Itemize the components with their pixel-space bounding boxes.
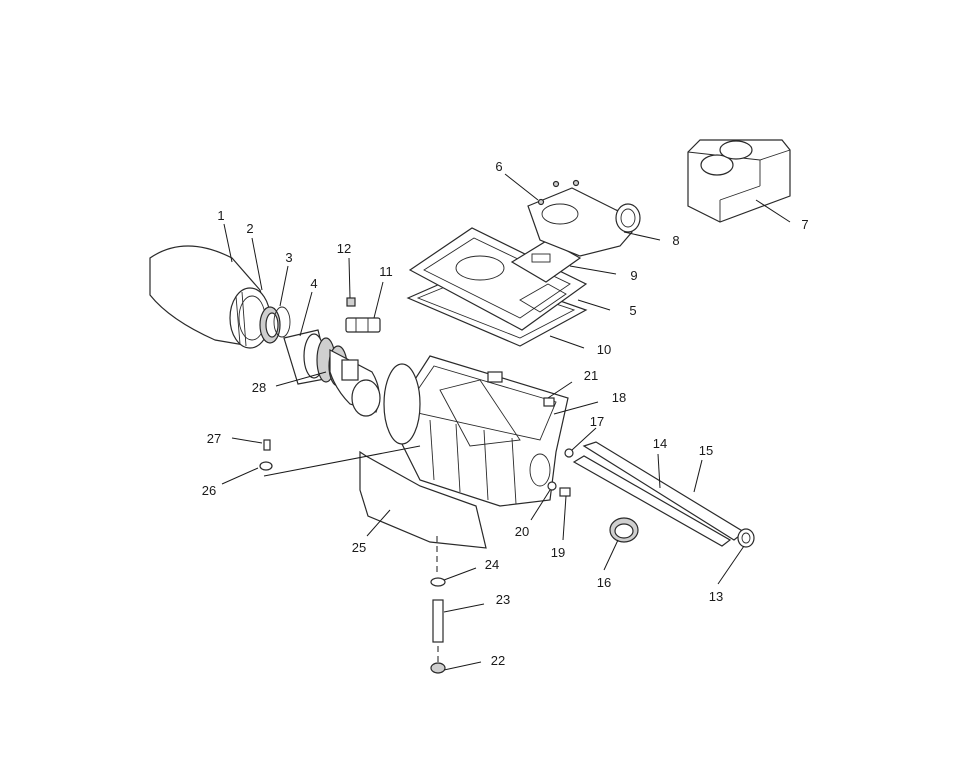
- callout-21: 21: [584, 368, 598, 383]
- callout-22: 22: [491, 653, 505, 668]
- callout-8: 8: [672, 233, 679, 248]
- callout-28: 28: [252, 380, 266, 395]
- callout-19: 19: [551, 545, 565, 560]
- part-14-tube: [572, 455, 732, 547]
- part-6-screws: [537, 179, 580, 206]
- part-12-nut: [346, 297, 356, 307]
- part-8-inlet-duct: [527, 187, 641, 257]
- callout-17: 17: [590, 414, 604, 429]
- part-11-sensor: [345, 317, 381, 333]
- part-24-drain-fitting: [430, 577, 446, 587]
- callout-4: 4: [310, 276, 317, 291]
- callout-labels: 1 2 3 4 5 6 7 8 9 10 11 12 13 14 15 16 1…: [202, 159, 809, 668]
- callout-14: 14: [653, 436, 667, 451]
- part-25-shield-plate: [359, 450, 487, 549]
- part-17-grommet: [564, 448, 574, 458]
- part-15-tube: [582, 441, 746, 541]
- callout-24: 24: [485, 557, 499, 572]
- part-5-airbox-lid: [408, 227, 588, 331]
- callout-1: 1: [217, 208, 224, 223]
- part-19-fitting: [559, 487, 571, 497]
- callout-18: 18: [612, 390, 626, 405]
- callout-6: 6: [495, 159, 502, 174]
- callout-12: 12: [337, 241, 351, 256]
- part-27-bolt: [263, 439, 271, 451]
- part-9-adapter-plate: [510, 239, 582, 283]
- part-21-bracket: [487, 371, 555, 407]
- callout-7: 7: [801, 217, 808, 232]
- part-2-filter-clamp: [259, 306, 281, 344]
- part-22-drain-plug: [430, 662, 446, 674]
- part-26-washer: [259, 461, 273, 471]
- callout-13: 13: [709, 589, 723, 604]
- part-16-hose-clamp: [609, 517, 639, 543]
- part-20-grommet: [547, 481, 557, 491]
- callout-20: 20: [515, 524, 529, 539]
- callout-10: 10: [597, 342, 611, 357]
- callout-16: 16: [597, 575, 611, 590]
- part-13-end-cap: [737, 528, 755, 548]
- callout-26: 26: [202, 483, 216, 498]
- callout-2: 2: [246, 221, 253, 236]
- part-1-air-filter: [149, 245, 271, 349]
- part-28-intake-boot: [316, 337, 381, 417]
- part-18-airbox-housing: [383, 355, 569, 507]
- callout-27: 27: [207, 431, 221, 446]
- part-7-foam-block: [687, 139, 791, 223]
- callout-15: 15: [699, 443, 713, 458]
- part-23-drain-tube: [432, 599, 444, 643]
- callout-9: 9: [630, 268, 637, 283]
- callout-25: 25: [352, 540, 366, 555]
- callout-23: 23: [496, 592, 510, 607]
- leader-lines: [221, 173, 791, 671]
- callout-5: 5: [629, 303, 636, 318]
- callout-3: 3: [285, 250, 292, 265]
- callout-11: 11: [379, 264, 393, 279]
- part-3-clamp: [273, 306, 291, 338]
